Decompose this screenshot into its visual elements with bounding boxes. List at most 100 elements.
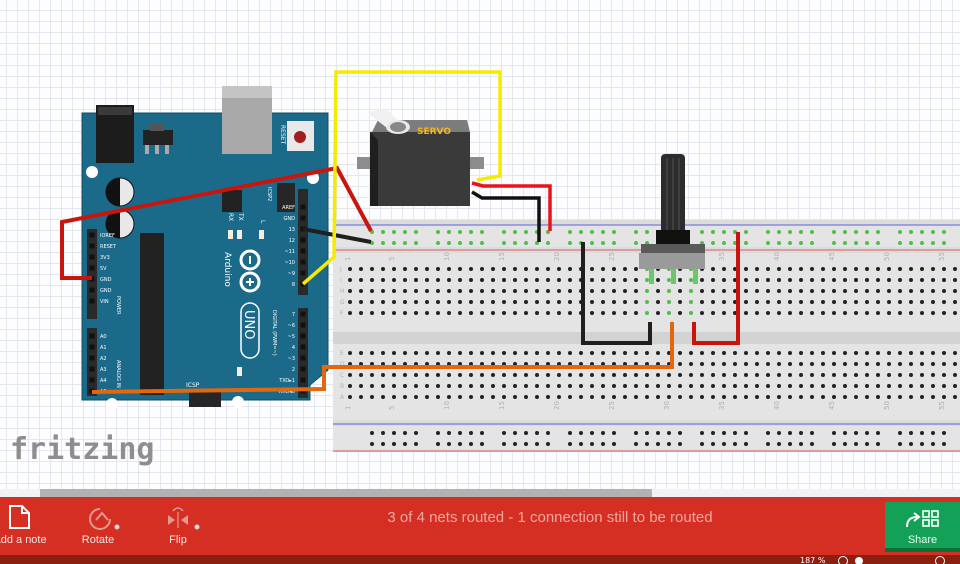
breadboard-hole[interactable] xyxy=(931,351,935,355)
breadboard-hole[interactable] xyxy=(722,267,726,271)
breadboard-hole[interactable] xyxy=(458,300,462,304)
breadboard-hole[interactable] xyxy=(491,278,495,282)
add-note-button[interactable]: Add a note xyxy=(0,497,60,555)
breadboard-hole[interactable] xyxy=(513,395,517,399)
breadboard-hole[interactable] xyxy=(711,351,715,355)
breadboard-hole[interactable] xyxy=(700,373,704,377)
breadboard-hole[interactable] xyxy=(898,395,902,399)
breadboard-hole[interactable] xyxy=(590,395,594,399)
header-pin[interactable] xyxy=(300,366,306,372)
header-pin[interactable] xyxy=(89,344,95,350)
power-rail-hole[interactable] xyxy=(656,431,660,435)
breadboard-hole[interactable] xyxy=(777,351,781,355)
breadboard-hole[interactable] xyxy=(535,373,539,377)
breadboard-hole[interactable] xyxy=(832,384,836,388)
breadboard-hole[interactable] xyxy=(436,267,440,271)
breadboard-hole[interactable] xyxy=(876,300,880,304)
breadboard-hole[interactable] xyxy=(744,311,748,315)
breadboard-hole[interactable] xyxy=(491,289,495,293)
breadboard-hole[interactable] xyxy=(403,384,407,388)
breadboard-hole[interactable] xyxy=(623,373,627,377)
breadboard-hole[interactable] xyxy=(579,351,583,355)
power-rail-hole[interactable] xyxy=(601,230,605,234)
breadboard-hole[interactable] xyxy=(854,373,858,377)
breadboard-hole[interactable] xyxy=(788,289,792,293)
power-rail-hole[interactable] xyxy=(392,431,396,435)
power-rail-hole[interactable] xyxy=(634,230,638,234)
power-rail-hole[interactable] xyxy=(711,241,715,245)
breadboard-hole[interactable] xyxy=(392,311,396,315)
wire-servo-ground[interactable] xyxy=(471,190,541,242)
breadboard-hole[interactable] xyxy=(381,267,385,271)
breadboard-hole[interactable] xyxy=(579,384,583,388)
breadboard-hole[interactable] xyxy=(898,267,902,271)
breadboard-hole[interactable] xyxy=(469,311,473,315)
breadboard-hole[interactable] xyxy=(931,278,935,282)
breadboard-hole[interactable] xyxy=(513,351,517,355)
breadboard-hole[interactable] xyxy=(799,311,803,315)
breadboard-hole[interactable] xyxy=(524,267,528,271)
breadboard-hole[interactable] xyxy=(634,300,638,304)
breadboard-hole[interactable] xyxy=(711,395,715,399)
breadboard-hole[interactable] xyxy=(953,311,957,315)
breadboard-hole[interactable] xyxy=(953,351,957,355)
zoom-in-icon[interactable] xyxy=(935,556,945,564)
breadboard-hole[interactable] xyxy=(865,311,869,315)
breadboard-hole[interactable] xyxy=(381,311,385,315)
breadboard-hole[interactable] xyxy=(513,278,517,282)
breadboard-hole[interactable] xyxy=(535,395,539,399)
header-pin[interactable] xyxy=(300,204,306,210)
breadboard-hole[interactable] xyxy=(458,384,462,388)
power-rail-hole[interactable] xyxy=(458,431,462,435)
power-rail-hole[interactable] xyxy=(634,442,638,446)
power-rail-hole[interactable] xyxy=(381,230,385,234)
power-rail-hole[interactable] xyxy=(700,230,704,234)
arduino-uno[interactable]: RESET ICSP2 RX TX L xyxy=(81,86,329,410)
breadboard-hole[interactable] xyxy=(590,373,594,377)
breadboard-hole[interactable] xyxy=(865,278,869,282)
breadboard-hole[interactable] xyxy=(821,373,825,377)
breadboard-hole[interactable] xyxy=(766,267,770,271)
power-rail-hole[interactable] xyxy=(876,241,880,245)
breadboard-hole[interactable] xyxy=(381,300,385,304)
breadboard-hole[interactable] xyxy=(722,289,726,293)
breadboard-hole[interactable] xyxy=(722,351,726,355)
power-rail-hole[interactable] xyxy=(447,241,451,245)
breadboard-hole[interactable] xyxy=(645,395,649,399)
breadboard-hole[interactable] xyxy=(942,300,946,304)
breadboard-hole[interactable] xyxy=(810,351,814,355)
breadboard-hole[interactable] xyxy=(568,395,572,399)
breadboard-hole[interactable] xyxy=(414,289,418,293)
breadboard-hole[interactable] xyxy=(755,373,759,377)
breadboard-hole[interactable] xyxy=(436,395,440,399)
breadboard-hole[interactable] xyxy=(887,278,891,282)
breadboard-hole[interactable] xyxy=(348,267,352,271)
breadboard-hole[interactable] xyxy=(491,373,495,377)
breadboard-hole[interactable] xyxy=(865,351,869,355)
breadboard-hole[interactable] xyxy=(887,373,891,377)
breadboard-hole[interactable] xyxy=(348,373,352,377)
breadboard-hole[interactable] xyxy=(447,278,451,282)
breadboard-hole[interactable] xyxy=(568,289,572,293)
breadboard-hole[interactable] xyxy=(700,384,704,388)
breadboard-hole[interactable] xyxy=(755,384,759,388)
breadboard-hole[interactable] xyxy=(370,373,374,377)
breadboard-hole[interactable] xyxy=(513,289,517,293)
breadboard-hole[interactable] xyxy=(370,289,374,293)
power-rail-hole[interactable] xyxy=(766,442,770,446)
breadboard-hole[interactable] xyxy=(953,300,957,304)
power-rail-hole[interactable] xyxy=(392,241,396,245)
breadboard-hole[interactable] xyxy=(766,373,770,377)
breadboard-hole[interactable] xyxy=(843,351,847,355)
power-rail-hole[interactable] xyxy=(502,442,506,446)
breadboard-hole[interactable] xyxy=(370,300,374,304)
breadboard-hole[interactable] xyxy=(634,395,638,399)
breadboard-hole[interactable] xyxy=(898,373,902,377)
breadboard-hole[interactable] xyxy=(535,384,539,388)
power-rail-hole[interactable] xyxy=(634,431,638,435)
breadboard-hole[interactable] xyxy=(601,300,605,304)
breadboard-hole[interactable] xyxy=(447,300,451,304)
breadboard-hole[interactable] xyxy=(887,351,891,355)
breadboard-hole[interactable] xyxy=(601,311,605,315)
power-rail-hole[interactable] xyxy=(447,230,451,234)
